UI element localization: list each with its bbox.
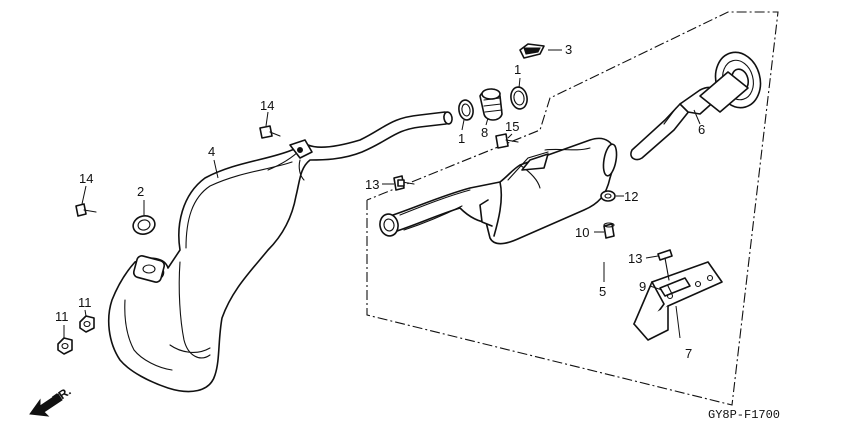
front-direction-arrow: FR.	[29, 384, 74, 417]
callout-9: 9	[639, 279, 646, 294]
bolt-part-13-guard	[657, 249, 673, 281]
callout-8: 8	[481, 125, 488, 140]
callout-2: 2	[137, 184, 144, 199]
joint-gasket-part-1-left	[458, 99, 474, 121]
leader-lines	[63, 49, 701, 339]
bolt-part-15	[495, 133, 519, 149]
callout-11-right: 11	[78, 295, 92, 310]
callout-11-left: 11	[55, 309, 69, 324]
bolt-part-10	[603, 222, 615, 239]
exhaust-pipe-part-4	[107, 111, 453, 393]
gasket-part-2	[132, 215, 156, 235]
nut-part-11-right	[79, 315, 95, 333]
callout-4: 4	[208, 144, 215, 159]
callout-13-guard: 13	[628, 251, 642, 266]
diagram-code: GY8P-F1700	[708, 408, 780, 422]
callout-12: 12	[624, 189, 638, 204]
rubber-part-3	[519, 43, 545, 59]
callout-1-right: 1	[514, 62, 521, 77]
callout-1-left: 1	[458, 131, 465, 146]
bolt-part-13-muffler	[393, 175, 415, 191]
heat-guard-part-7	[633, 261, 723, 341]
callout-7: 7	[685, 346, 692, 361]
nut-part-11-left	[57, 337, 73, 355]
bolt-part-14-left	[75, 203, 97, 217]
callout-15: 15	[505, 119, 519, 134]
callout-14-left: 14	[79, 171, 93, 186]
callout-5: 5	[599, 284, 606, 299]
muffler-part-5	[379, 137, 618, 245]
callout-13-muffler: 13	[365, 177, 379, 192]
heat-guard-clip-part-9	[659, 277, 691, 297]
callout-10: 10	[575, 225, 589, 240]
joint-gasket-part-1-right	[510, 86, 528, 110]
joint-rubber-part-8	[479, 88, 503, 121]
tailpipe-part-6	[630, 51, 762, 161]
callout-14-pipe: 14	[260, 98, 274, 113]
nut-part-12	[600, 190, 616, 202]
bolt-part-14-pipe	[259, 125, 281, 139]
callout-6: 6	[698, 122, 705, 137]
callout-3: 3	[565, 42, 572, 57]
